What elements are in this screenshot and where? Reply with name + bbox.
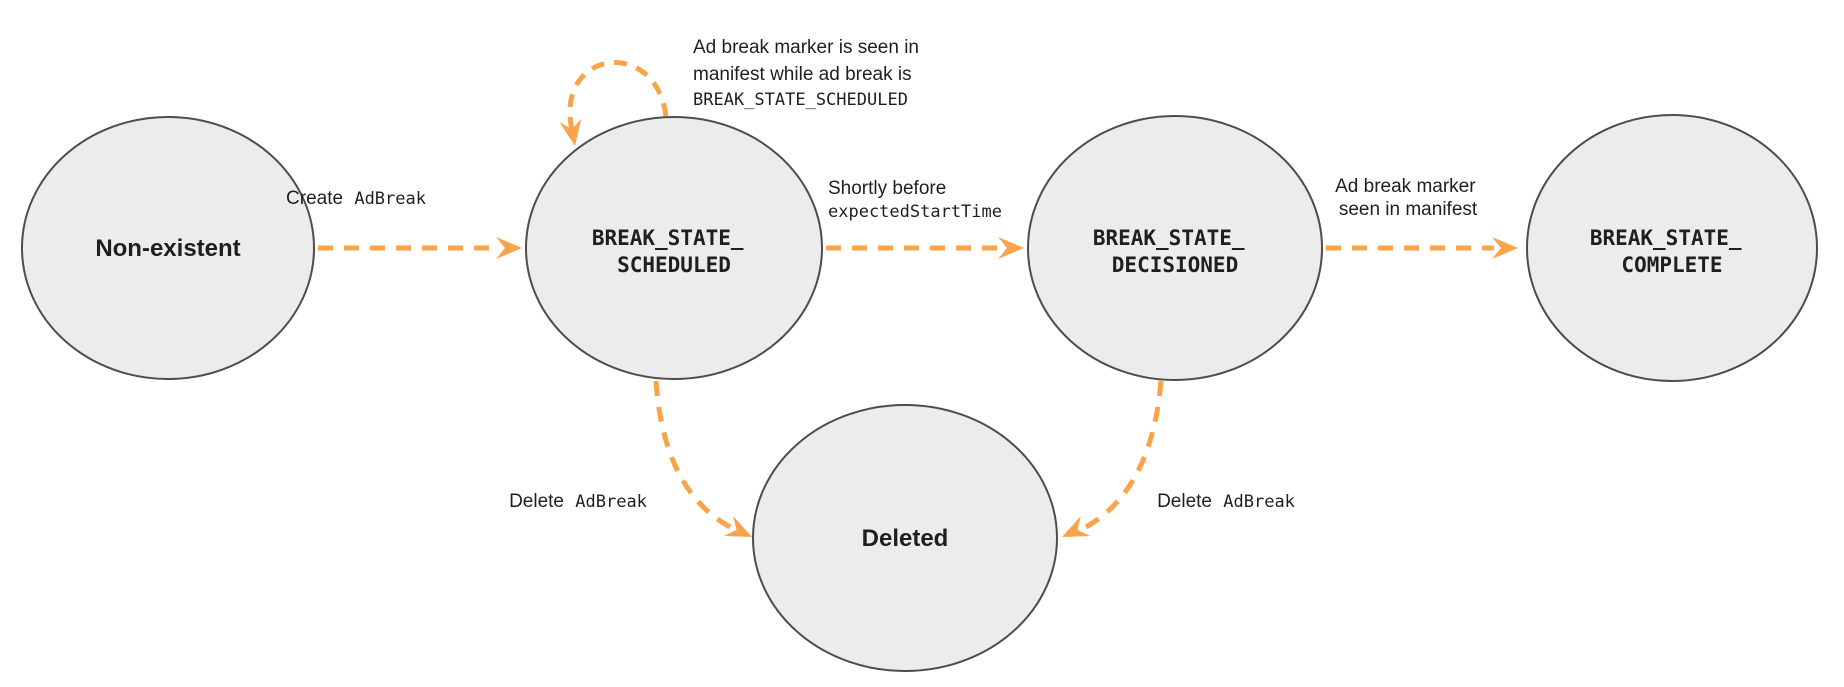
state-label: Non-existent (95, 235, 240, 262)
state-label: BREAK_STATE_ COMPLETE (1590, 226, 1754, 277)
edge-arc (1074, 380, 1164, 535)
edge-label-marker-seen: Ad break marker seen in manifest (1335, 176, 1481, 220)
edge-label-delete-adbreak-right: Delete AdBreak (1157, 491, 1295, 512)
arrowhead-icon (723, 516, 752, 537)
state-node-break-state-scheduled: BREAK_STATE_ SCHEDULED (525, 116, 823, 380)
state-label: BREAK_STATE_ SCHEDULED (592, 226, 756, 277)
arrowhead-icon (998, 237, 1024, 259)
arrowhead-icon (559, 118, 582, 146)
edge-label-shortly-before: Shortly before expectedStartTime (828, 178, 1002, 222)
state-ellipse (1526, 114, 1818, 382)
edge-decisioned-to-deleted (1062, 380, 1164, 537)
arrowhead-icon (1492, 237, 1518, 259)
state-node-break-state-complete: BREAK_STATE_ COMPLETE (1526, 114, 1818, 382)
edge-self-loop-scheduled (559, 60, 669, 146)
state-ellipse (525, 116, 823, 380)
edge-arc (653, 380, 742, 535)
arrowhead-icon (1062, 516, 1091, 537)
edge-decisioned-to-complete (1326, 237, 1518, 259)
edge-scheduled-to-decisioned (826, 237, 1024, 259)
state-ellipse (752, 404, 1058, 672)
edge-create-adbreak (318, 237, 522, 259)
state-label: Deleted (862, 525, 949, 552)
state-ellipse (1027, 115, 1323, 381)
edge-label-self-loop: Ad break marker is seen in manifest whil… (693, 37, 924, 110)
edge-label-delete-adbreak-left: Delete AdBreak (509, 491, 647, 512)
state-node-non-existent: Non-existent (21, 116, 315, 380)
state-node-deleted: Deleted (752, 404, 1058, 672)
state-node-break-state-decisioned: BREAK_STATE_ DECISIONED (1027, 115, 1323, 381)
edge-arc (567, 60, 669, 131)
arrowhead-icon (496, 237, 522, 259)
edge-scheduled-to-deleted (653, 380, 752, 537)
state-label: BREAK_STATE_ DECISIONED (1093, 226, 1257, 277)
state-ellipse (21, 116, 315, 380)
edge-label-create-adbreak: Create AdBreak (286, 188, 426, 209)
